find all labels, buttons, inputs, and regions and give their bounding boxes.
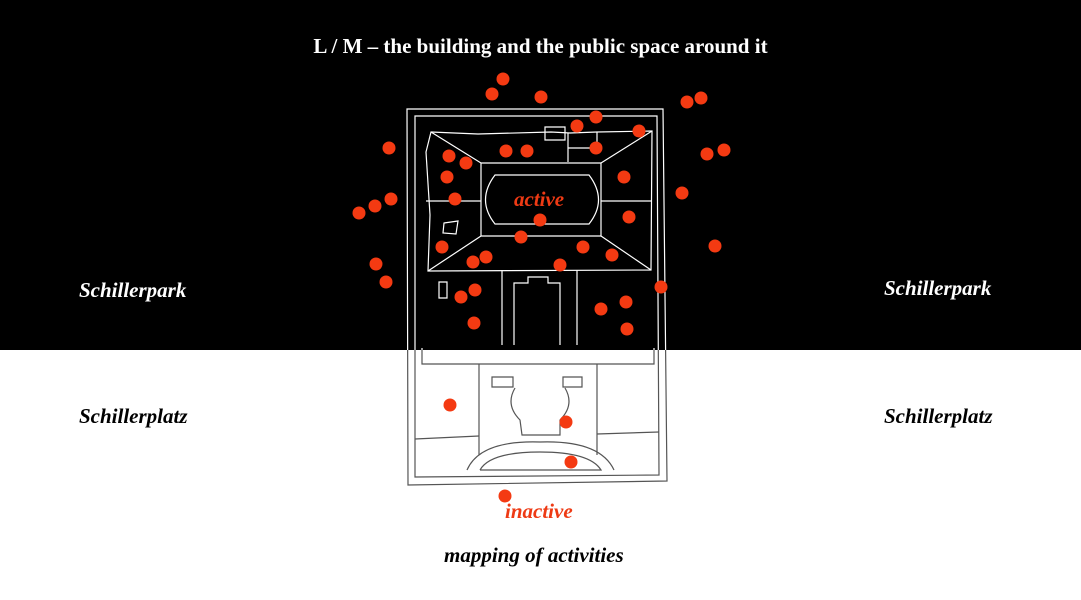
activity-dot <box>708 239 722 253</box>
activity-dot <box>442 149 456 163</box>
activity-dot <box>700 147 714 161</box>
activity-dot <box>533 213 547 227</box>
activity-dot <box>368 199 382 213</box>
activity-dot <box>479 250 493 264</box>
activity-dot <box>620 322 634 336</box>
activity-dot <box>369 257 383 271</box>
activity-dot <box>534 90 548 104</box>
activity-dot <box>514 230 528 244</box>
activity-dot <box>594 302 608 316</box>
activity-dot <box>498 489 512 503</box>
activity-dot <box>632 124 646 138</box>
activity-dot <box>520 144 534 158</box>
activity-dot <box>553 258 567 272</box>
activity-dot <box>440 170 454 184</box>
activity-dot <box>559 415 573 429</box>
label-schillerplatz-left: Schillerplatz <box>79 404 188 428</box>
activity-dot <box>680 95 694 109</box>
activity-dot <box>443 398 457 412</box>
label-active: active <box>514 187 565 211</box>
activity-dot <box>435 240 449 254</box>
activity-dot <box>605 248 619 262</box>
activity-dot <box>448 192 462 206</box>
activity-dot <box>675 186 689 200</box>
activity-dot <box>694 91 708 105</box>
activity-dot <box>384 192 398 206</box>
activity-dot <box>654 280 668 294</box>
activity-dot <box>382 141 396 155</box>
activity-dot <box>499 144 513 158</box>
activity-dots <box>352 72 731 503</box>
activity-dot <box>622 210 636 224</box>
activity-dot <box>454 290 468 304</box>
activity-dot <box>564 455 578 469</box>
activity-dot <box>570 119 584 133</box>
activity-dot <box>496 72 510 86</box>
label-schillerpark-left: Schillerpark <box>79 278 187 302</box>
activity-dot <box>576 240 590 254</box>
label-schillerplatz-right: Schillerplatz <box>884 404 993 428</box>
label-inactive: inactive <box>505 499 573 523</box>
activity-dot <box>467 316 481 330</box>
activity-dot <box>619 295 633 309</box>
activity-dot <box>589 141 603 155</box>
activity-dot <box>485 87 499 101</box>
activity-dot <box>468 283 482 297</box>
activity-dot <box>717 143 731 157</box>
activity-dot <box>379 275 393 289</box>
page-title: L / M – the building and the public spac… <box>313 34 768 58</box>
activity-dot <box>352 206 366 220</box>
activity-dot <box>617 170 631 184</box>
label-schillerpark-right: Schillerpark <box>884 276 992 300</box>
activity-dot <box>459 156 473 170</box>
caption: mapping of activities <box>444 543 624 567</box>
activity-dot <box>466 255 480 269</box>
activity-dot <box>589 110 603 124</box>
